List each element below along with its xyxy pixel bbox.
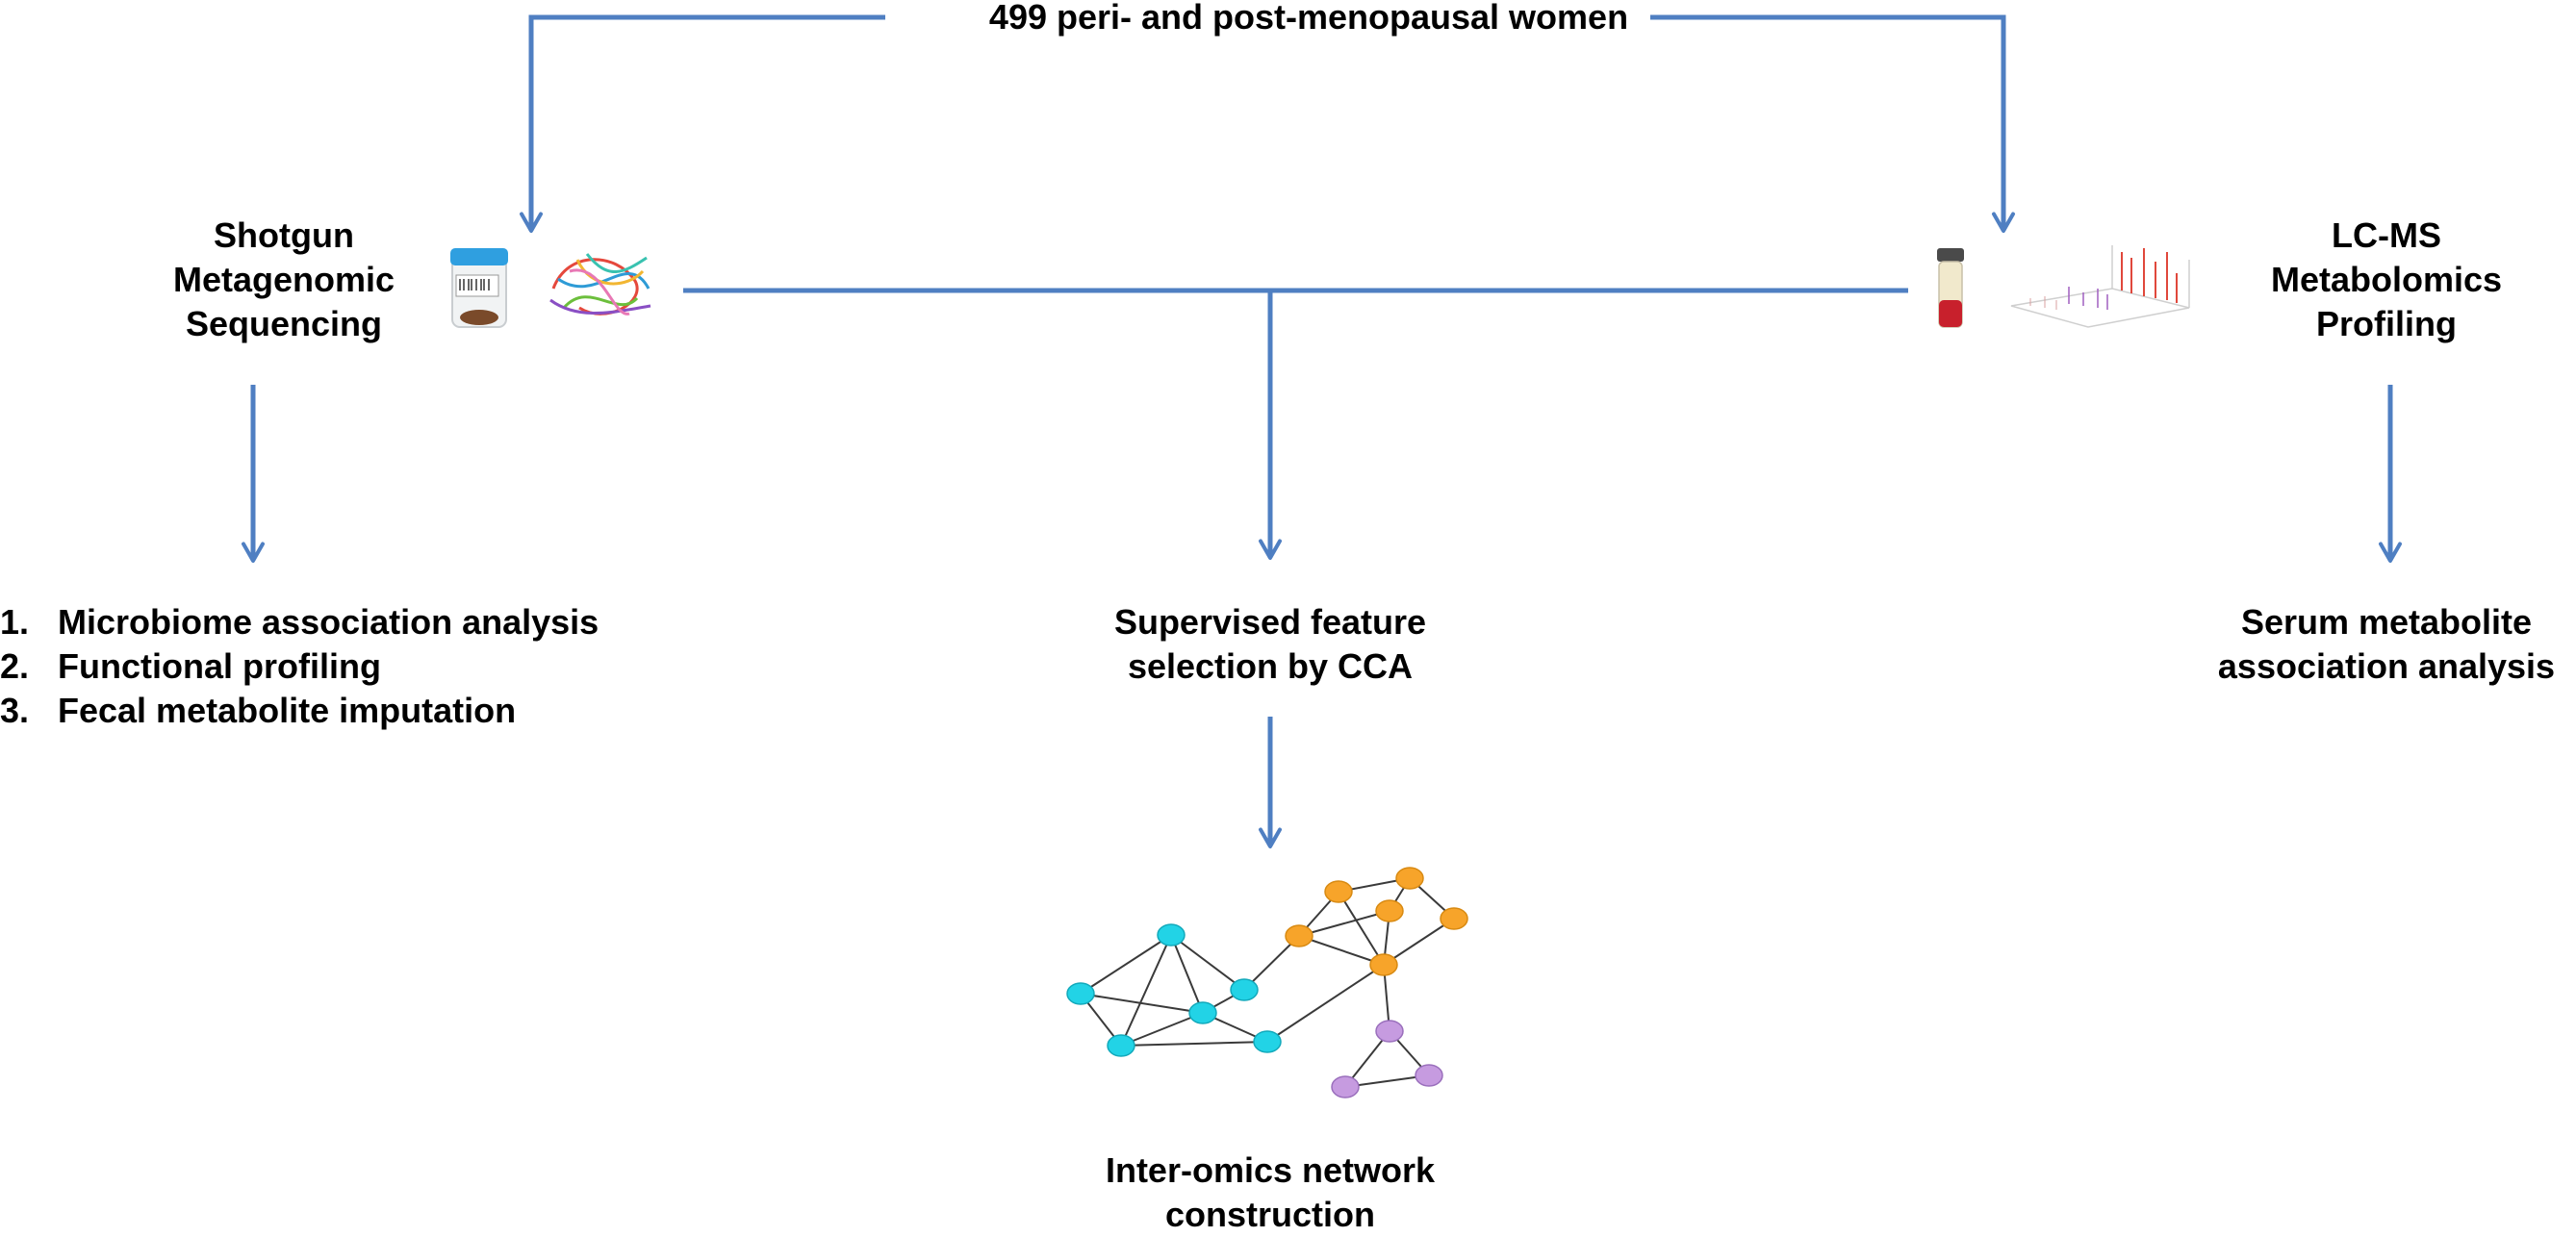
network-node [1375, 1020, 1404, 1043]
network-node [1285, 924, 1314, 947]
network-node [1375, 899, 1404, 922]
network-node [1188, 1001, 1217, 1024]
serum-analysis-label: Serum metabolite association analysis [2184, 600, 2576, 689]
list-number: 1. [0, 602, 30, 642]
top-left-arrow [520, 14, 885, 233]
mass-spectrum-plot-icon [2010, 245, 2190, 328]
method-line: Sequencing [185, 304, 383, 343]
dna-strands-icon [549, 253, 651, 316]
step-line: Inter-omics network [1105, 1150, 1436, 1190]
network-node [1253, 1030, 1282, 1053]
network-nodes-cyan [1066, 923, 1282, 1057]
analysis-line: association analysis [2217, 646, 2556, 686]
list-text: Fecal metabolite imputation [58, 691, 517, 730]
method-line: Profiling [2316, 304, 2457, 343]
cohort-title: 499 peri- and post-menopausal women [988, 0, 1629, 37]
network-node [1395, 867, 1424, 890]
network-node [1157, 923, 1186, 947]
network-node [1369, 953, 1398, 976]
network-node [1331, 1075, 1360, 1098]
method-line: Metagenomic [172, 260, 395, 299]
step-line: selection by CCA [1127, 646, 1414, 686]
network-node [1107, 1034, 1135, 1057]
list-item: 1. Microbiome association analysis [0, 600, 693, 644]
top-right-arrow [1650, 14, 2015, 233]
metabolomics-method-label: LC-MS Metabolomics Profiling [2242, 214, 2531, 346]
list-text: Functional profiling [58, 646, 381, 686]
list-item: 3. Fecal metabolite imputation [0, 689, 693, 733]
step-line: construction [1164, 1195, 1375, 1234]
network-node [1440, 907, 1468, 930]
network-node [1066, 982, 1095, 1005]
network-nodes-purple [1331, 1020, 1443, 1098]
stool-sample-container-icon [450, 248, 508, 328]
list-number: 2. [0, 646, 30, 686]
network-nodes-orange [1285, 867, 1468, 976]
list-item: 2. Functional profiling [0, 644, 693, 689]
method-line: LC-MS [2332, 215, 2441, 255]
serum-tube-icon [1937, 248, 1964, 328]
metagenomic-analyses-list: 1. Microbiome association analysis 2. Fu… [0, 600, 693, 733]
method-line: Shotgun [214, 215, 354, 255]
inter-omics-network [1066, 867, 1468, 1098]
method-line: Metabolomics [2270, 260, 2503, 299]
step-line: Supervised feature [1113, 602, 1427, 642]
network-node [1324, 880, 1353, 903]
metagenomic-method-label: Shotgun Metagenomic Sequencing [140, 214, 428, 346]
network-node [1230, 978, 1259, 1001]
feature-selection-label: Supervised feature selection by CCA [1030, 600, 1511, 689]
network-node [1415, 1064, 1443, 1087]
list-text: Microbiome association analysis [58, 602, 599, 642]
analysis-line: Serum metabolite [2240, 602, 2533, 642]
connector-lines [242, 14, 2402, 848]
list-number: 3. [0, 691, 30, 730]
network-construction-label: Inter-omics network construction [1030, 1149, 1511, 1237]
